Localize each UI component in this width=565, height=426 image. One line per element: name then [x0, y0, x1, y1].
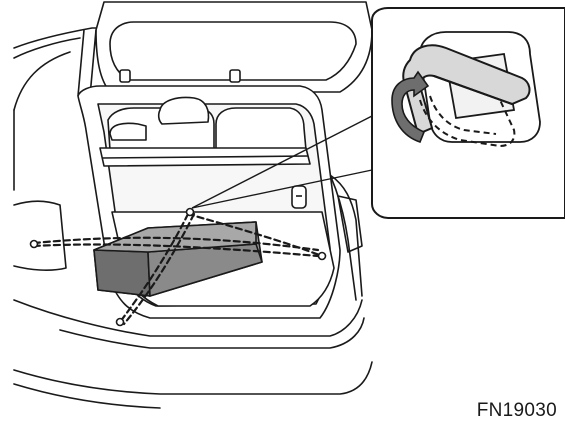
- detail-inset: [371, 7, 565, 219]
- rotation-arrow-icon: [391, 70, 430, 143]
- anchor-hooks: [29, 207, 327, 327]
- anchor-hook-icon: [402, 44, 531, 136]
- hook-folded-position: [419, 95, 516, 148]
- cargo-net-straps: [32, 212, 324, 326]
- anchor-hook-icon: [185, 207, 195, 217]
- anchor-hook-icon: [317, 251, 327, 261]
- figure-code: FN19030: [476, 400, 557, 421]
- open-tailgate: [77, 1, 373, 97]
- anchor-hook-icon: [115, 317, 125, 327]
- anchor-hook-icon: [29, 239, 39, 249]
- callout-leader: [191, 115, 373, 209]
